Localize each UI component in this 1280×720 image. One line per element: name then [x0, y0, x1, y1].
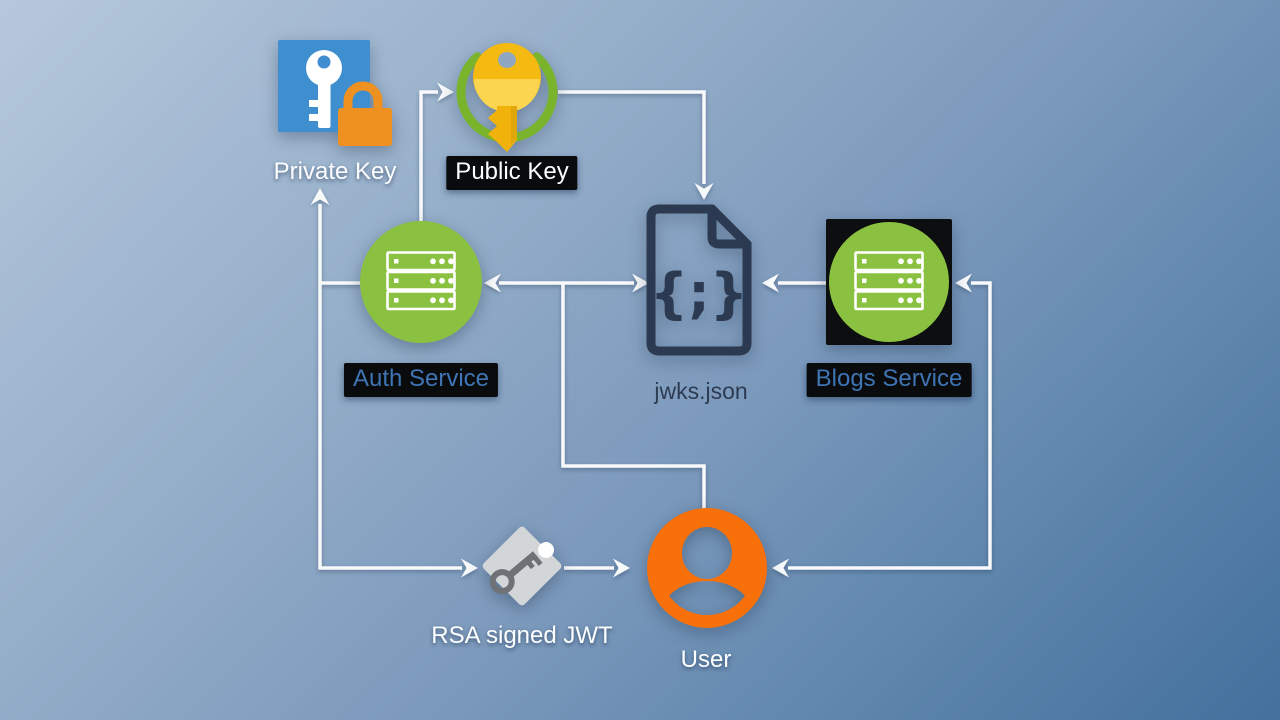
user-label: User: [680, 646, 732, 673]
public-key-icon: [456, 43, 558, 152]
rsa-jwt-label: RSA signed JWT: [431, 622, 613, 649]
padlock-icon: [338, 81, 392, 146]
auth-service-label: Auth Service: [343, 363, 499, 397]
key-tag-icon: [482, 526, 562, 606]
blogs-service-label: Blogs Service: [806, 363, 972, 397]
user-person-icon: [647, 508, 767, 628]
public-key-label: Public Key: [446, 156, 578, 190]
user-node: [645, 506, 769, 635]
rsa-jwt-node: [462, 506, 586, 635]
json-glyph: {;}: [650, 262, 748, 325]
jwks-file-node: {;}: [640, 198, 766, 375]
auth-service-server-icon: [360, 221, 482, 343]
private-key-node: [276, 38, 398, 155]
jwks-file-label: jwks.json: [654, 378, 748, 404]
blogs-service-node: [824, 217, 954, 352]
blogs-service-server-icon: [826, 219, 952, 345]
json-document-icon: {;}: [646, 204, 752, 356]
private-key-label: Private Key: [273, 158, 397, 185]
private-key-icon: [278, 40, 392, 146]
auth-service-node: [358, 219, 484, 350]
public-key-node: [452, 30, 564, 165]
tag-key-icon: [489, 551, 543, 595]
